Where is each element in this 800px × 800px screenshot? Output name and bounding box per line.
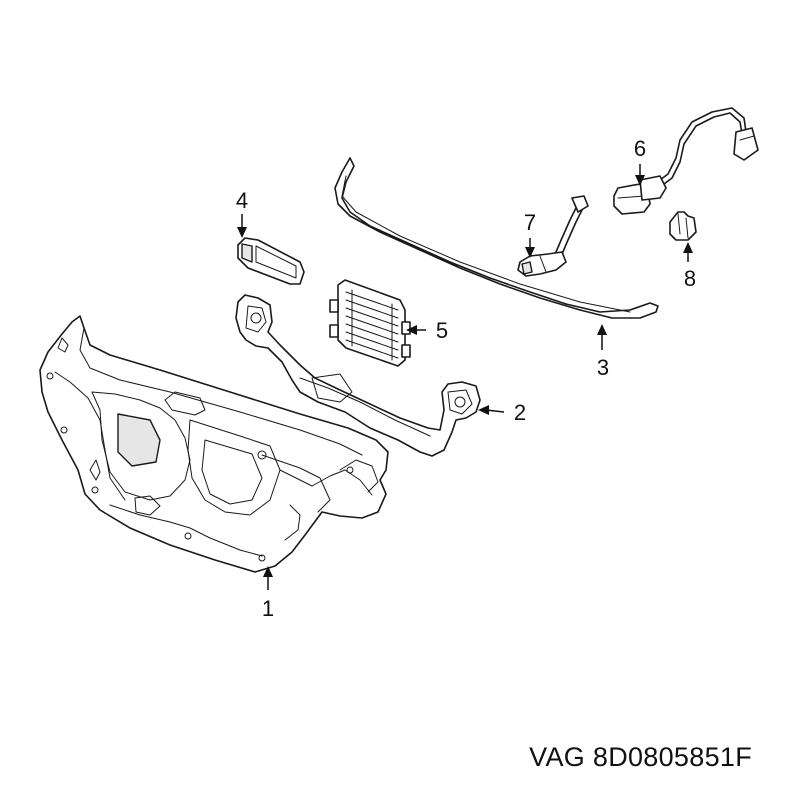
part-3-molding-strip (334, 157, 659, 319)
part-7-cable (517, 195, 589, 277)
part-4-trim-piece (237, 237, 305, 285)
part-8-clip (669, 211, 697, 241)
callout-arrows (237, 164, 693, 590)
callout-4: 4 (236, 188, 248, 213)
callout-3: 3 (597, 355, 609, 380)
part-number-label: VAG 8D0805851F (529, 742, 752, 772)
part-6-wiring-harness (613, 107, 759, 215)
callout-2: 2 (514, 400, 526, 425)
callout-7: 7 (524, 210, 536, 235)
part-1-front-panel (39, 315, 389, 573)
callout-1: 1 (262, 596, 274, 621)
callout-5: 5 (436, 318, 448, 343)
callout-6: 6 (634, 136, 646, 161)
callout-8: 8 (684, 266, 696, 291)
part-5-grille (329, 279, 411, 367)
part-2-bracket (235, 294, 481, 457)
